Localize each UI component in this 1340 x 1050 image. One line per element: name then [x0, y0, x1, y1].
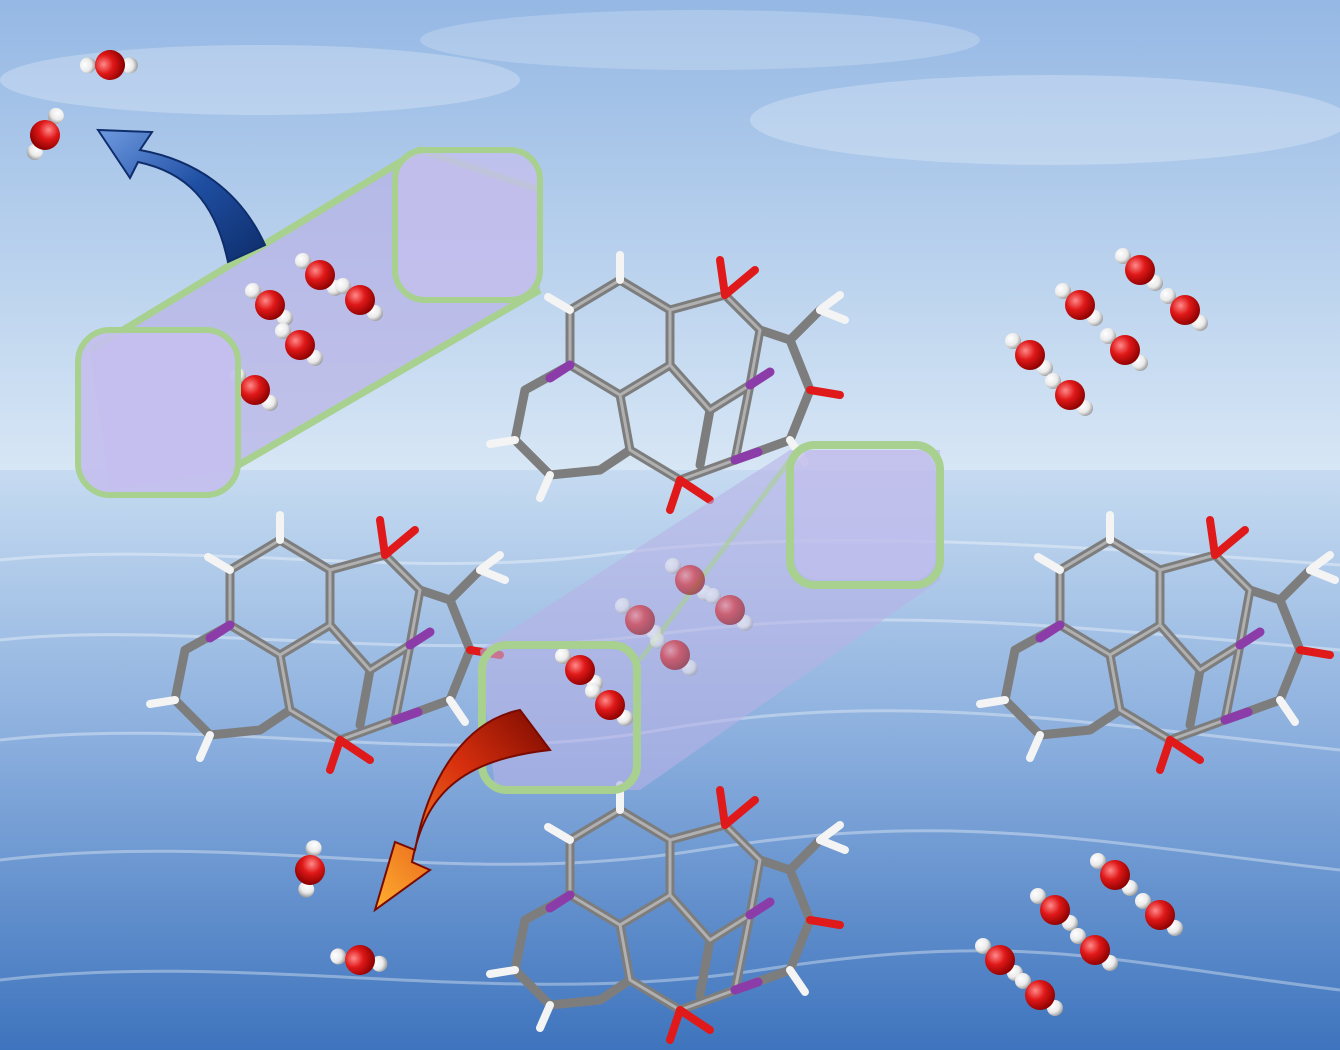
cloud	[420, 10, 980, 70]
channel-lower	[478, 441, 944, 794]
channel-upper	[75, 146, 543, 498]
uptake-arrow-icon	[373, 708, 552, 913]
cloud	[750, 75, 1340, 165]
cloud	[0, 45, 520, 115]
release-arrow-icon	[96, 128, 267, 264]
